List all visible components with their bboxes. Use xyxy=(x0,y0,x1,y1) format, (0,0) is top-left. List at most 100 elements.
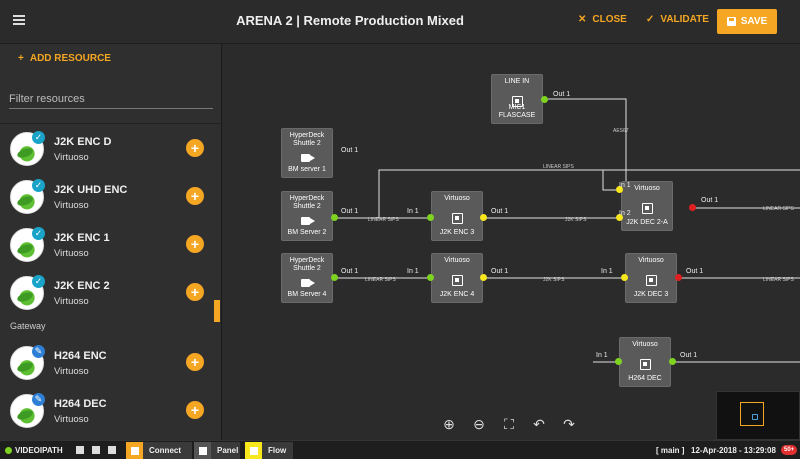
add-resource-plus-button[interactable]: + xyxy=(186,401,204,419)
output-port[interactable] xyxy=(689,204,696,211)
minimap-viewport[interactable] xyxy=(740,402,764,426)
tab-panel[interactable]: Panel xyxy=(194,442,240,459)
zoom-in-icon[interactable]: ⊕ xyxy=(443,416,455,432)
save-button[interactable]: SAVE xyxy=(717,9,777,34)
wire-dec2a-in1 xyxy=(602,170,616,191)
output-port[interactable] xyxy=(669,358,676,365)
add-resource-plus-button[interactable]: + xyxy=(186,283,204,301)
resource-name: J2K ENC 2 xyxy=(54,280,110,292)
chip-icon xyxy=(639,359,653,370)
wire-bm2-linear xyxy=(378,169,800,218)
node-j2k-dec-2a[interactable]: Virtuoso J2K DEC 2-A xyxy=(621,181,673,231)
add-resource-plus-button[interactable]: + xyxy=(186,139,204,157)
add-resource-plus-button[interactable]: + xyxy=(186,353,204,371)
resource-item[interactable]: ✓ J2K UHD ENC Virtuoso + xyxy=(0,174,214,220)
input-port[interactable] xyxy=(427,274,434,281)
fit-screen-icon[interactable]: ⛶ xyxy=(504,416,514,432)
resource-item[interactable]: ✓ J2K ENC D Virtuoso + xyxy=(0,126,214,172)
node-j2k-enc-3[interactable]: Virtuoso J2K ENC 3 xyxy=(431,191,483,241)
add-resource-plus-button[interactable]: + xyxy=(186,235,204,253)
plus-icon: + xyxy=(18,53,24,64)
output-port[interactable] xyxy=(480,214,487,221)
output-port[interactable] xyxy=(331,214,338,221)
node-bm-server-1[interactable]: HyperDeck Shuttle 2 BM server 1 xyxy=(281,128,333,178)
edit-badge-icon: ✎ xyxy=(32,393,45,406)
resource-avatar: ✓ xyxy=(10,275,45,310)
tab-flow[interactable]: Flow xyxy=(245,442,293,459)
menu-icon[interactable] xyxy=(13,15,25,25)
context-label: [ main ] xyxy=(656,446,685,455)
node-line-in[interactable]: LINE IN MIC1 FLASCASE xyxy=(491,74,543,124)
list-icon[interactable] xyxy=(92,446,100,454)
user-icon[interactable] xyxy=(108,446,116,454)
add-resource-plus-button[interactable]: + xyxy=(186,187,204,205)
camera-icon xyxy=(301,216,315,227)
resource-name: H264 DEC xyxy=(54,398,107,410)
wire-label: LINEAR SIPS xyxy=(763,277,795,283)
output-port[interactable] xyxy=(331,274,338,281)
undo-icon[interactable]: ↶ xyxy=(533,416,545,432)
resource-vendor: Virtuoso xyxy=(54,200,89,211)
resource-vendor: Virtuoso xyxy=(54,296,89,307)
wire-linein-dec2a xyxy=(548,98,627,217)
wire-label: LINEAR SIPS xyxy=(763,206,795,212)
minimap-node-icon xyxy=(752,414,758,420)
chip-icon xyxy=(511,96,525,107)
brand-logo: VIDEOIPATH xyxy=(5,446,63,455)
redo-icon[interactable]: ↷ xyxy=(563,416,575,432)
resource-avatar: ✓ xyxy=(10,179,45,214)
resource-vendor: Virtuoso xyxy=(54,366,89,377)
check-badge-icon: ✓ xyxy=(32,179,45,192)
canvas-toolbar: ⊕ ⊖ ⛶ ↶ ↷ xyxy=(441,416,577,432)
flow-canvas[interactable]: AES67 LINEAR SIPS LINEAR SIPS J2K SIPS L… xyxy=(223,44,800,440)
minimap[interactable] xyxy=(716,391,800,440)
resource-item[interactable]: ✎ H264 DEC Virtuoso + xyxy=(0,388,214,434)
connect-icon xyxy=(126,442,143,459)
zoom-out-icon[interactable]: ⊖ xyxy=(473,416,485,432)
node-j2k-dec-3[interactable]: Virtuoso J2K DEC 3 xyxy=(625,253,677,303)
wire-label: AES67 xyxy=(613,128,629,134)
input-port[interactable] xyxy=(616,214,623,221)
filter-resources-input[interactable] xyxy=(9,89,213,109)
add-resource-button[interactable]: + ADD RESOURCE xyxy=(18,53,111,64)
node-j2k-enc-4[interactable]: Virtuoso J2K ENC 4 xyxy=(431,253,483,303)
grid-icon[interactable] xyxy=(76,446,84,454)
output-port[interactable] xyxy=(541,96,548,103)
input-port[interactable] xyxy=(616,186,623,193)
notification-badge[interactable]: 50+ xyxy=(781,445,798,455)
input-port[interactable] xyxy=(427,214,434,221)
check-icon: ✓ xyxy=(646,14,655,25)
datetime: 12-Apr-2018 - 13:29:08 xyxy=(691,446,776,455)
resource-avatar: ✓ xyxy=(10,131,45,166)
input-port[interactable] xyxy=(621,274,628,281)
close-button[interactable]: ✕ CLOSE xyxy=(578,14,627,25)
resource-item[interactable]: ✎ H264 ENC Virtuoso + xyxy=(0,340,214,386)
resource-name: J2K ENC 1 xyxy=(54,232,110,244)
tab-connect[interactable]: Connect xyxy=(126,442,192,459)
panel-icon xyxy=(194,442,211,459)
node-bm-server-2[interactable]: HyperDeck Shuttle 2 BM Server 2 xyxy=(281,191,333,241)
chip-icon xyxy=(451,213,465,224)
sidebar-scrollbar[interactable] xyxy=(214,300,220,322)
app-header: ARENA 2 | Remote Production Mixed ✕ CLOS… xyxy=(0,0,800,44)
node-h264-dec[interactable]: Virtuoso H264 DEC xyxy=(619,337,671,387)
resource-item[interactable]: ✓ J2K ENC 1 Virtuoso + xyxy=(0,222,214,268)
edit-badge-icon: ✎ xyxy=(32,345,45,358)
chip-icon xyxy=(641,203,655,214)
validate-button[interactable]: ✓ VALIDATE xyxy=(646,14,709,25)
node-bm-server-4[interactable]: HyperDeck Shuttle 2 BM Server 4 xyxy=(281,253,333,303)
resource-item[interactable]: ✓ J2K ENC 2 Virtuoso + xyxy=(0,270,214,316)
camera-icon xyxy=(301,278,315,289)
output-port[interactable] xyxy=(675,274,682,281)
input-port[interactable] xyxy=(615,358,622,365)
resource-avatar: ✓ xyxy=(10,227,45,262)
wire-label: J2K SIPS xyxy=(565,217,587,223)
footer-icons xyxy=(76,446,116,454)
resource-name: J2K ENC D xyxy=(54,136,112,148)
resource-name: J2K UHD ENC xyxy=(54,184,128,196)
output-port[interactable] xyxy=(480,274,487,281)
resource-name: H264 ENC xyxy=(54,350,107,362)
wire-label: LINEAR SIPS xyxy=(365,277,397,283)
save-icon xyxy=(726,17,736,26)
check-badge-icon: ✓ xyxy=(32,275,45,288)
